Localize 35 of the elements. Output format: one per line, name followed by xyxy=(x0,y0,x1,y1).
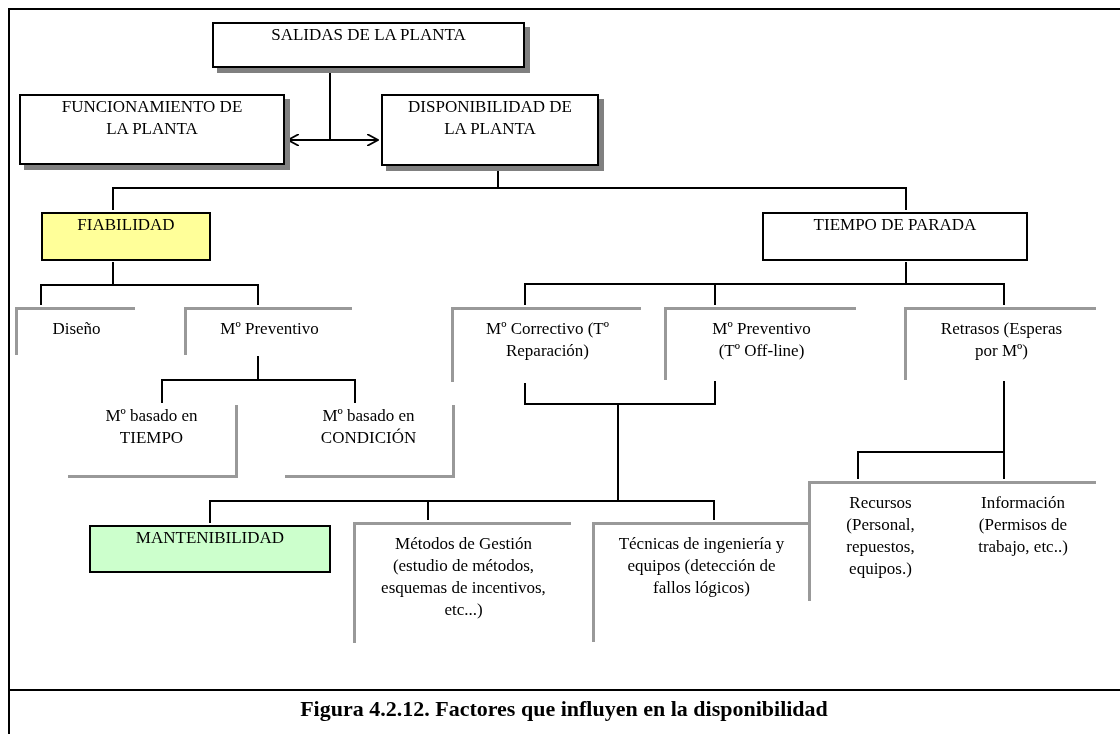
connector-line xyxy=(257,355,356,404)
node-label: DISPONIBILIDAD DE LA PLANTA xyxy=(407,96,573,140)
bracket-frame xyxy=(353,522,571,643)
bracket-frame xyxy=(184,307,352,355)
process-box xyxy=(762,212,1028,261)
node-label: Mº Preventivo (Tº Off-line) xyxy=(711,318,812,362)
bracket-frame xyxy=(904,307,1096,380)
node-label: Información (Permisos de trabajo, etc..) xyxy=(977,492,1069,558)
bracket-frame xyxy=(285,405,455,478)
connector-line xyxy=(617,380,716,521)
node-label: Mº basado en CONDICIÓN xyxy=(319,405,418,449)
node-label: Mº Preventivo xyxy=(220,318,319,340)
bracket-frame xyxy=(68,405,238,478)
connector-line xyxy=(905,261,1005,306)
connector-line xyxy=(1003,380,1005,480)
node-label: Técnicas de ingeniería y equipos (detección de fallos lógicos) xyxy=(617,533,786,599)
node-label: FUNCIONAMIENTO DE LA PLANTA xyxy=(60,96,244,140)
node-label: SALIDAS DE LA PLANTA xyxy=(271,24,466,46)
node-label: Recursos (Personal, repuestos, equipos.) xyxy=(845,492,916,580)
bracket-frame xyxy=(592,522,808,642)
node-label: Mº basado en TIEMPO xyxy=(104,405,199,449)
bracket-frame xyxy=(451,307,641,382)
node-label: FIABILIDAD xyxy=(77,214,175,236)
figure-caption: Figura 4.2.12. Factores que influyen en la disponibilidad xyxy=(300,695,828,723)
node-label: Mº Correctivo (Tº Reparación) xyxy=(485,318,610,362)
bracket-frame xyxy=(15,307,135,355)
highlighted-box xyxy=(41,212,211,261)
bracket-frame xyxy=(664,307,856,380)
highlighted-box xyxy=(89,525,331,573)
node-label: MANTENIBILIDAD xyxy=(135,527,285,549)
node-label: Métodos de Gestión (estudio de métodos, esquemas de incentivos, etc...) xyxy=(380,533,547,621)
node-label: Diseño xyxy=(52,318,101,340)
bracket-frame xyxy=(808,481,950,601)
node-label: Retrasos (Esperas por Mº) xyxy=(939,318,1064,362)
node-label: TIEMPO DE PARADA xyxy=(813,214,977,236)
